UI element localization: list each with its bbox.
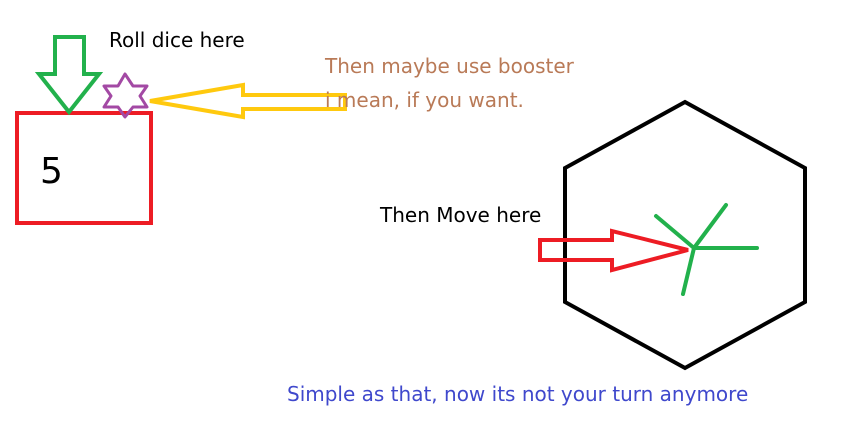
booster-arrow (149, 82, 347, 120)
booster-label-line-2: i mean, if you want. (325, 88, 524, 112)
booster-label: Then maybe use booster i mean, if you wa… (325, 49, 574, 117)
booster-label-line-1: Then maybe use booster (325, 54, 574, 78)
move-arrow (538, 228, 689, 273)
board-hexagon (563, 99, 807, 371)
move-label: Then Move here (380, 203, 542, 227)
dice-box (15, 111, 153, 225)
roll-arrow (34, 35, 104, 116)
booster-star-icon (102, 72, 149, 119)
turn-end-label: Simple as that, now its not your turn an… (287, 382, 749, 406)
roll-dice-label: Roll dice here (109, 28, 245, 52)
hex-move-marker (654, 203, 759, 296)
dice-value: 5 (40, 151, 63, 192)
